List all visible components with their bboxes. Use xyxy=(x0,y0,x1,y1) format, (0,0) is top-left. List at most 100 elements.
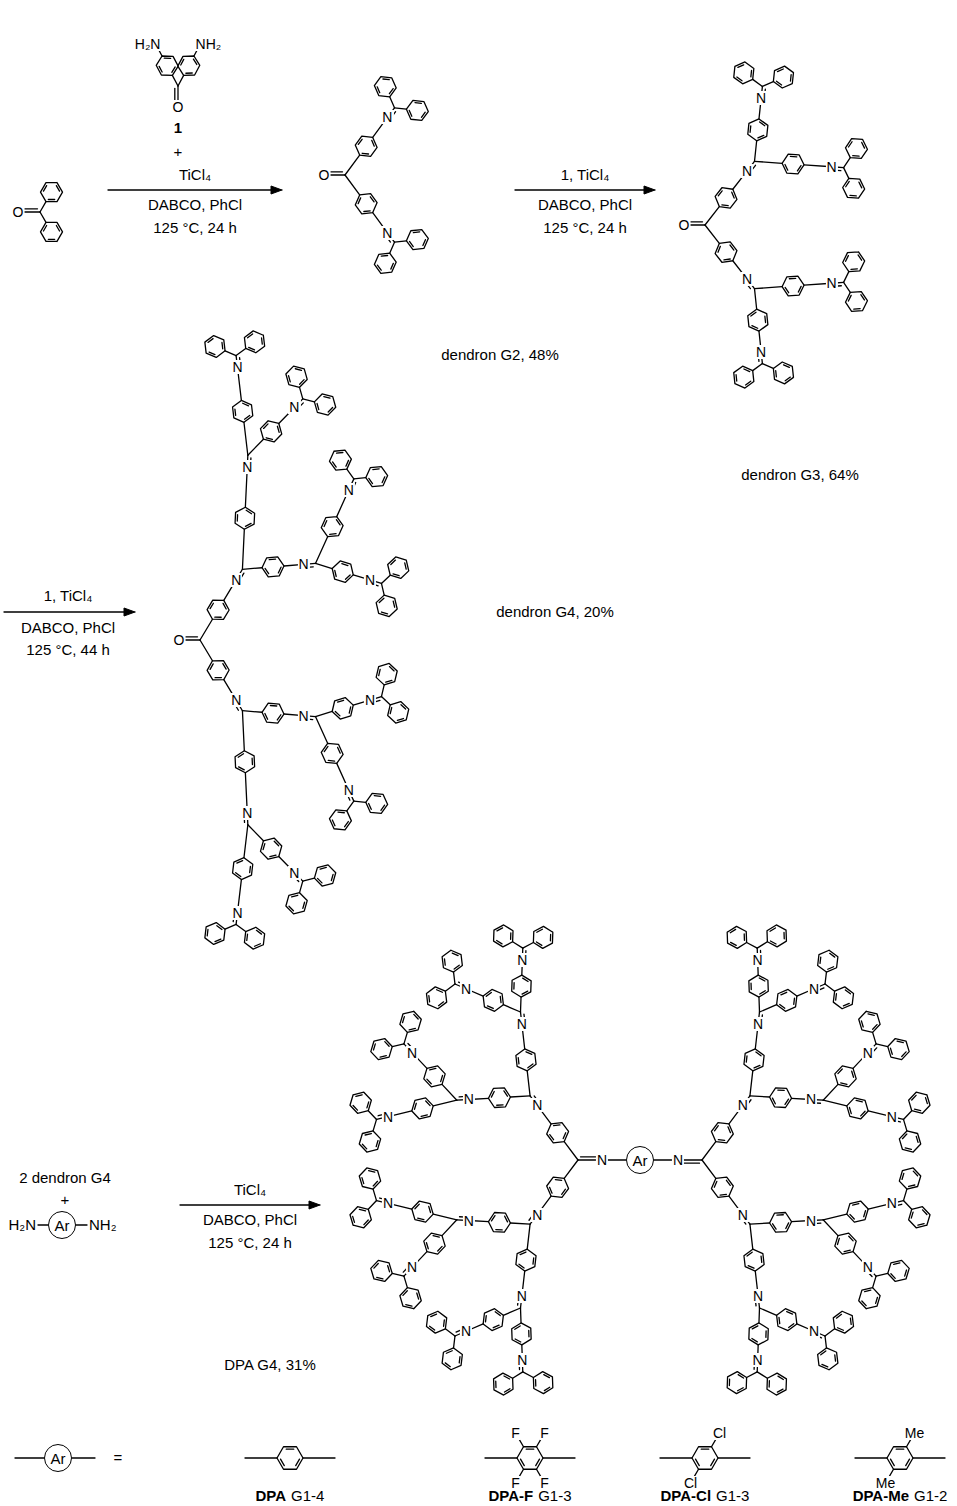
benzene-ring xyxy=(533,1372,552,1394)
bond-line xyxy=(510,1223,530,1224)
benzene-ring xyxy=(41,222,63,241)
ring-double-bond xyxy=(918,1224,924,1225)
ring-double-bond xyxy=(324,521,327,527)
ring-double-bond xyxy=(528,1064,533,1068)
benzene-ring xyxy=(233,858,253,880)
generation-range: G1-3 xyxy=(538,1487,571,1504)
atom-label: N xyxy=(343,783,355,797)
benzene-ring xyxy=(262,557,284,577)
ring-double-bond xyxy=(207,929,209,935)
atom-label: N xyxy=(381,110,393,124)
ring-double-bond xyxy=(785,164,788,170)
ring-double-bond xyxy=(521,1459,525,1465)
benzene-ring xyxy=(777,989,797,1011)
bond-line xyxy=(702,1160,716,1178)
ring-double-bond xyxy=(505,1216,508,1222)
ring-double-bond xyxy=(718,246,720,252)
ring-double-bond xyxy=(550,1135,554,1140)
bond-line xyxy=(354,478,366,479)
bond-line xyxy=(823,1100,847,1106)
ring-double-bond xyxy=(535,1380,537,1386)
benzene-ring xyxy=(859,1011,880,1032)
aryl-label: Ar xyxy=(51,1451,66,1466)
benzene-ring xyxy=(355,136,377,156)
ring-double-bond xyxy=(923,1210,927,1215)
benzene-ring xyxy=(516,1049,536,1071)
ring-double-bond xyxy=(781,992,787,994)
bond-line xyxy=(823,1214,847,1220)
atom-label: N xyxy=(460,1324,472,1338)
ring-double-bond xyxy=(246,934,248,940)
ring-double-bond xyxy=(724,258,730,260)
ring-double-bond xyxy=(526,1449,534,1450)
ring-double-bond xyxy=(215,939,221,942)
ring-double-bond xyxy=(504,1091,507,1096)
benzene-ring xyxy=(277,1447,303,1470)
ring-double-bond xyxy=(386,680,392,682)
ring-double-bond xyxy=(496,1229,502,1231)
bond-line xyxy=(564,1160,578,1178)
atom-label: N xyxy=(460,982,472,996)
reagent-label: DABCO, PhCl xyxy=(538,197,632,214)
ring-double-bond xyxy=(776,81,781,85)
atom-label: N xyxy=(406,1046,418,1060)
ring-double-bond xyxy=(775,371,777,377)
ring-double-bond xyxy=(487,1006,493,1008)
ring-double-bond xyxy=(362,1144,366,1149)
ring-double-bond xyxy=(764,316,766,322)
benzene-ring xyxy=(727,1372,746,1394)
ring-double-bond xyxy=(735,375,737,381)
bond-line xyxy=(347,801,354,811)
amine-label: NH₂ xyxy=(89,1217,117,1234)
atom-label: N xyxy=(886,1110,898,1124)
ring-double-bond xyxy=(785,287,789,292)
benzene-ring xyxy=(332,561,353,582)
atom-label: N xyxy=(364,693,376,707)
ring-double-bond xyxy=(493,1325,499,1327)
ring-double-bond xyxy=(738,65,744,68)
ring-double-bond xyxy=(852,1071,854,1077)
atom-label: N xyxy=(297,557,309,571)
ring-double-bond xyxy=(265,568,269,573)
aryl-label: Ar xyxy=(633,1153,648,1168)
bond-line xyxy=(345,155,360,175)
bond-line xyxy=(702,1142,716,1160)
ring-double-bond xyxy=(902,1052,906,1057)
benzene-ring xyxy=(412,1201,433,1222)
benzene-ring xyxy=(833,1311,853,1333)
ring-double-bond xyxy=(193,59,196,64)
benzene-ring xyxy=(374,77,396,97)
benzene-ring xyxy=(426,1311,446,1333)
ring-double-bond xyxy=(844,1250,850,1251)
benzene-ring xyxy=(770,1088,792,1108)
bond-line xyxy=(750,1071,753,1096)
ring-double-bond xyxy=(718,191,722,196)
ring-double-bond xyxy=(519,1264,524,1268)
ring-double-bond xyxy=(777,69,783,72)
bond-line xyxy=(368,1111,376,1120)
ring-double-bond xyxy=(720,1194,726,1196)
ring-double-bond xyxy=(333,462,337,467)
ring-double-bond xyxy=(750,71,752,77)
ring-double-bond xyxy=(902,1134,906,1139)
ring-double-bond xyxy=(769,1381,771,1387)
benzene-ring xyxy=(909,1092,930,1113)
compound-name: DPA-MeG1-2 xyxy=(853,1488,948,1505)
ring-double-bond xyxy=(367,1102,369,1108)
ring-double-bond xyxy=(495,1381,497,1387)
condition-label: 125 °C, 24 h xyxy=(543,220,627,237)
bond-line xyxy=(315,537,327,564)
benzene-ring xyxy=(711,1177,733,1197)
ring-double-bond xyxy=(210,603,213,608)
bond-line xyxy=(873,1276,876,1287)
reaction-arrow xyxy=(108,189,276,190)
ring-double-bond xyxy=(317,404,319,410)
bond-line xyxy=(753,364,763,371)
ring-double-bond xyxy=(342,564,348,566)
atom-label: N xyxy=(808,982,820,996)
ring-double-bond xyxy=(248,334,253,338)
bond-line xyxy=(248,439,264,455)
atom-label: N xyxy=(531,1098,543,1112)
bond-line xyxy=(825,1336,826,1348)
